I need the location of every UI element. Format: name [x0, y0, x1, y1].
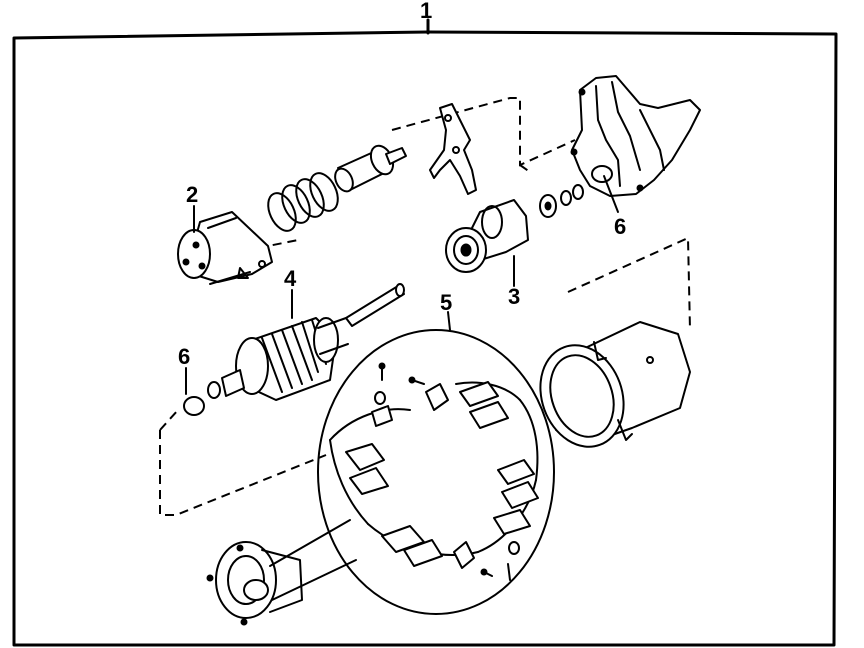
assembly-frame — [12, 18, 838, 647]
callout-4: 4 — [284, 266, 297, 291]
brush-plate-callout — [317, 311, 555, 615]
callout-3: 3 — [508, 284, 520, 309]
shift-lever — [429, 103, 477, 195]
solenoid — [177, 211, 273, 285]
callout-5: 5 — [440, 290, 452, 315]
leader-lines — [185, 175, 619, 395]
brush-holders — [329, 362, 539, 581]
armature — [183, 283, 405, 416]
callout-2: 2 — [186, 182, 198, 207]
drive-end-housing — [570, 75, 701, 197]
starter-drive — [445, 184, 584, 273]
commutator-end-frame — [206, 519, 357, 626]
plunger-springs — [267, 144, 407, 232]
callout-1: 1 — [420, 0, 432, 23]
callout-6-left: 6 — [178, 344, 190, 369]
callout-6-right: 6 — [614, 214, 626, 239]
field-frame — [539, 321, 691, 448]
